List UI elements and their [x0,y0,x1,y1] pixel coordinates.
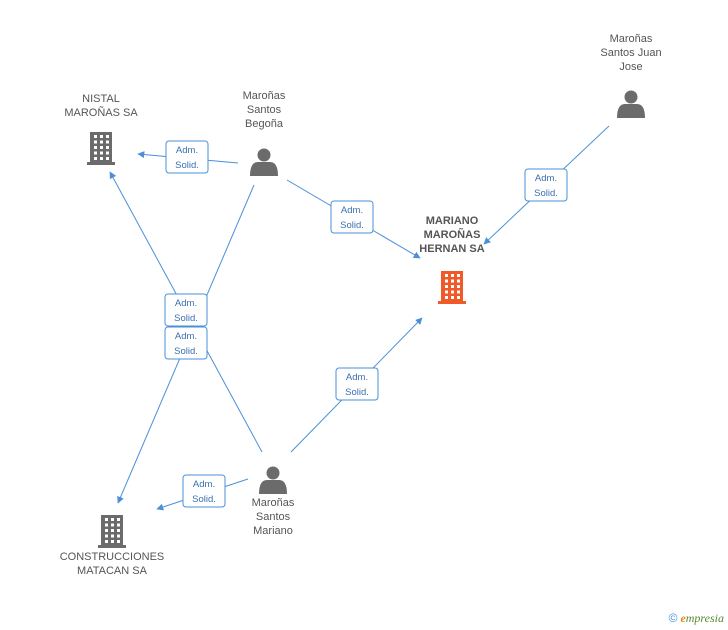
copyright-icon: © [668,611,678,625]
building-icon [438,271,466,304]
edge-label-box [330,200,374,234]
person-icon [250,148,278,176]
edge-label-line: Adm. [176,145,198,156]
edge-label-line: Solid. [192,494,216,505]
node-label-line: Santos Juan [600,47,661,59]
edge-label-begona-to-construcciones[interactable]: Adm. Solid. [164,326,208,360]
person-icon [617,90,645,118]
node-label-line: Begoña [245,118,284,130]
edge-label-mariano-to-construcciones[interactable]: Adm. Solid. [182,474,226,508]
building-icon [87,132,115,165]
edge-label-line: Adm. [341,205,363,216]
edge-labels-layer: Adm. Solid. Adm. Solid. Adm. Solid. Adm. Solid.… [164,140,568,508]
node-label-line: NISTAL [82,93,120,105]
brand-name: mpresia [685,611,724,625]
edge-label-box [164,326,208,360]
edge-label-line: Adm. [175,298,197,309]
edge-label-line: Adm. [175,331,197,342]
edge-label-begona-to-mariano_sa[interactable]: Adm. Solid. [330,200,374,234]
node-label-line: HERNAN SA [419,243,484,255]
edge-label-line: Adm. [535,173,557,184]
node-label-line: MATACAN SA [77,565,148,577]
node-label-line: MARIANO [426,215,479,227]
empresia-brand[interactable]: © empresia [669,611,724,626]
node-label-line: CONSTRUCCIONES [60,551,165,563]
building-icon [98,515,126,548]
edge-label-line: Adm. [193,479,215,490]
node-label-line: MAROÑAS [424,228,481,241]
edge-label-line: Solid. [345,387,369,398]
edge-label-line: Adm. [346,372,368,383]
company-node-construcciones[interactable]: CONSTRUCCIONES MATACAN SA [60,515,165,577]
node-label-line: Jose [619,61,642,73]
edge-label-line: Solid. [340,220,364,231]
edge-label-box [182,474,226,508]
node-label-line: MAROÑAS SA [64,106,138,119]
edge-label-box [335,367,379,401]
node-label-line: Maroñas [252,497,295,509]
edge-label-line: Solid. [174,313,198,324]
node-label-line: Mariano [253,525,293,537]
edge-label-line: Solid. [534,188,558,199]
node-label-line: Maroñas [243,90,286,102]
node-label-line: Santos [256,511,291,523]
node-label-line: Santos [247,104,282,116]
edge-label-line: Solid. [175,160,199,171]
person-icon [259,466,287,494]
edge-label-box [165,140,209,174]
edge-label-line: Solid. [174,346,198,357]
edge-label-mariano-to-nistal[interactable]: Adm. Solid. [164,293,208,327]
brand-initial: e [680,611,686,625]
edge-label-begona-to-nistal[interactable]: Adm. Solid. [165,140,209,174]
edge-label-juanjose-to-mariano_sa[interactable]: Adm. Solid. [524,168,568,202]
edge-label-box [164,293,208,327]
node-label-line: Maroñas [610,33,653,45]
edge-label-box [524,168,568,202]
edge-label-mariano-to-mariano_sa[interactable]: Adm. Solid. [335,367,379,401]
